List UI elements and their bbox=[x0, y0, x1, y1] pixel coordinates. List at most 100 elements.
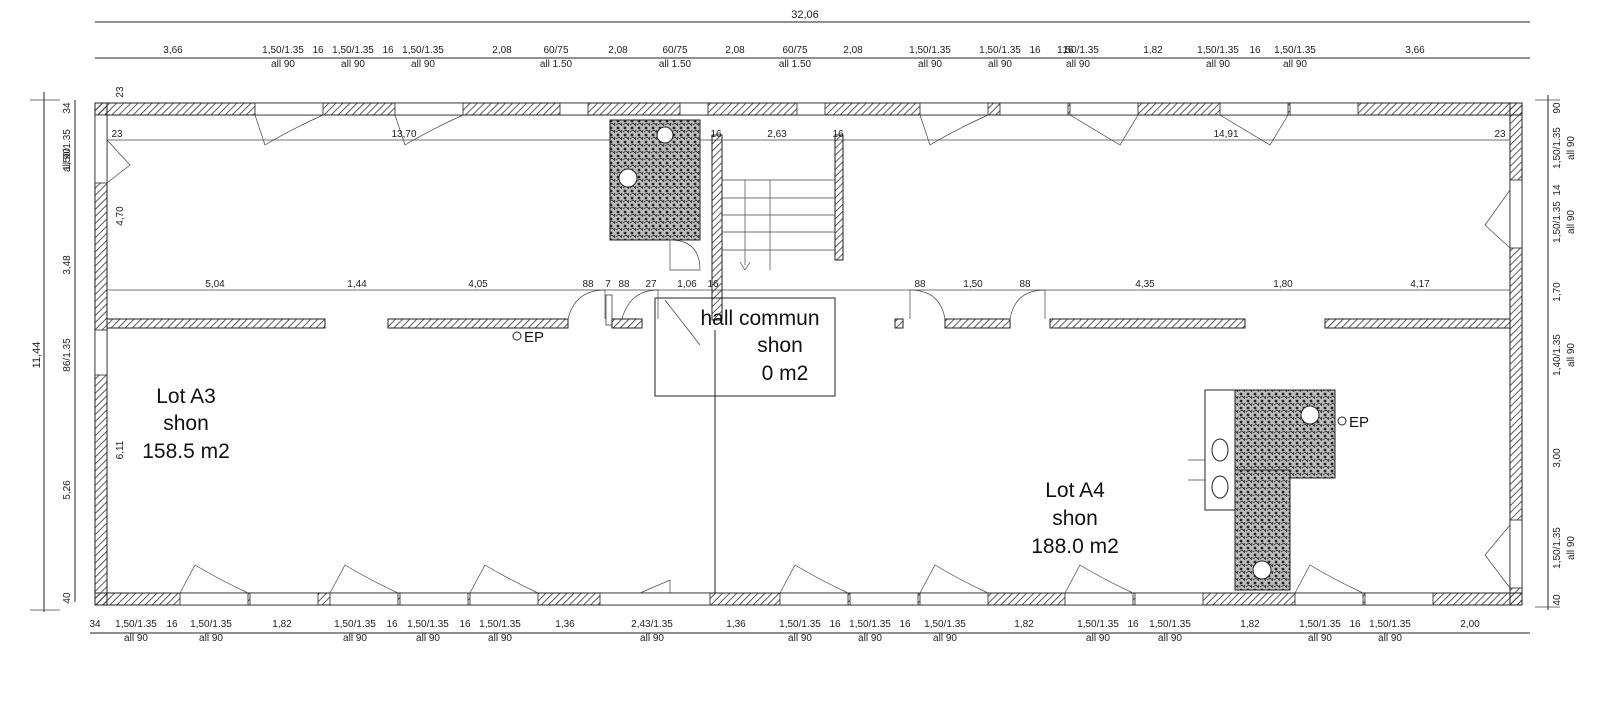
dim-label: 1,50/1.35 bbox=[479, 619, 521, 630]
dim-label: 23 bbox=[1494, 129, 1506, 140]
dim-left-inner: 234,706,11 bbox=[115, 86, 126, 459]
dim-label: 16 bbox=[386, 619, 398, 630]
windows bbox=[94, 102, 1523, 606]
dim-label: 6,11 bbox=[115, 440, 126, 459]
room-label: Lot A4 bbox=[1045, 479, 1105, 502]
dim-label: 1,70 bbox=[1552, 282, 1563, 302]
dim-label: 16 bbox=[1062, 45, 1074, 56]
dim-label: 1,50/1.35 bbox=[1197, 45, 1239, 56]
dim-label: 4,05 bbox=[468, 279, 488, 290]
dim-label: 1,06 bbox=[677, 279, 697, 290]
dim-label: all 90 bbox=[62, 148, 73, 172]
dim-label: 1,50/1.35 bbox=[1299, 619, 1341, 630]
room-label: Lot A3 bbox=[156, 385, 216, 408]
dim-label: 34 bbox=[89, 619, 101, 630]
dim-label: all 90 bbox=[988, 59, 1012, 70]
dim-label: 88 bbox=[1019, 279, 1031, 290]
room-lot-a4: Lot A4 shon 188.0 m2 bbox=[1031, 479, 1119, 558]
dim-label: all 90 bbox=[124, 633, 148, 644]
dim-label: all 90 bbox=[918, 59, 942, 70]
dim-label: 60/75 bbox=[543, 45, 568, 56]
dim-label: 1,50/1.35 bbox=[1552, 127, 1563, 169]
dim-label: 13,70 bbox=[391, 129, 416, 140]
dim-label: 16 bbox=[459, 619, 471, 630]
dim-label: 1,50/1.35 bbox=[115, 619, 157, 630]
dim-label: 1,50/1.35 bbox=[909, 45, 951, 56]
room-label: hall commun bbox=[700, 307, 819, 330]
corridor-doors bbox=[567, 289, 1046, 326]
dim-label: 3,48 bbox=[62, 255, 73, 275]
dim-label: 16 bbox=[312, 45, 324, 56]
dim-label: all 90 bbox=[1566, 136, 1577, 160]
dim-label: 1,40/1.35 bbox=[1552, 334, 1563, 376]
dim-label: 4,17 bbox=[1410, 279, 1430, 290]
stair-core bbox=[654, 134, 844, 593]
dim-label: all 90 bbox=[858, 633, 882, 644]
dim-label: all 90 bbox=[640, 633, 664, 644]
room-area: 158.5 m2 bbox=[142, 440, 230, 463]
dim-label: 60/75 bbox=[782, 45, 807, 56]
bathroom-top bbox=[609, 119, 701, 271]
dim-label: 1,50/1.35 bbox=[1552, 201, 1563, 243]
dim-label: 1,50/1.35 bbox=[1077, 619, 1119, 630]
ep-marker-right: EP bbox=[1337, 414, 1369, 431]
dim-label: 1,50/1.35 bbox=[1274, 45, 1316, 56]
dim-label: 2,08 bbox=[608, 45, 628, 56]
dim-label: all 1.50 bbox=[540, 59, 573, 70]
dim-label: 4,70 bbox=[115, 206, 126, 226]
dim-label: all 90 bbox=[1158, 633, 1182, 644]
corridor-walls bbox=[106, 289, 1511, 329]
dim-label: 2,00 bbox=[1460, 619, 1480, 630]
dim-label: all 90 bbox=[1566, 343, 1577, 367]
dim-label: 40 bbox=[62, 592, 73, 604]
dim-label: 88 bbox=[582, 279, 594, 290]
dim-label: 1,44 bbox=[347, 279, 367, 290]
dim-label: 7 bbox=[605, 279, 611, 290]
bathroom-bottom bbox=[1188, 389, 1336, 591]
dim-label: 1,50/1.35 bbox=[190, 619, 232, 630]
dim-label: 1,82 bbox=[1240, 619, 1260, 630]
dim-label: 1,50/1.35 bbox=[334, 619, 376, 630]
dim-label: 16 bbox=[1249, 45, 1261, 56]
dim-label: 14,91 bbox=[1213, 129, 1238, 140]
dim-label: 1,50/1.35 bbox=[262, 45, 304, 56]
dim-label: 1,50/1.35 bbox=[979, 45, 1021, 56]
dim-label: 16 bbox=[710, 129, 722, 140]
dim-label: 1,50/1.35 bbox=[407, 619, 449, 630]
dim-label: 16 bbox=[1349, 619, 1361, 630]
dim-label: all 90 bbox=[343, 633, 367, 644]
dim-label: 16 bbox=[832, 129, 844, 140]
dim-label: 2,43/1.35 bbox=[631, 619, 673, 630]
dim-label: 1,82 bbox=[1143, 45, 1163, 56]
dim-overall: 32,06 bbox=[791, 9, 819, 21]
dim-label: 60/75 bbox=[662, 45, 687, 56]
dim-label: 1,50/1.35 bbox=[779, 619, 821, 630]
dim-label: all 90 bbox=[271, 59, 295, 70]
room-label: shon bbox=[1052, 507, 1098, 530]
dim-label: 16 bbox=[1029, 45, 1041, 56]
dim-label: all 90 bbox=[1086, 633, 1110, 644]
dim-label: 1,50/1.35 bbox=[924, 619, 966, 630]
dim-label: 1,82 bbox=[272, 619, 292, 630]
dim-label: 88 bbox=[914, 279, 926, 290]
dim-label: all 90 bbox=[416, 633, 440, 644]
dim-label: 1,36 bbox=[726, 619, 746, 630]
dim-label: all 90 bbox=[341, 59, 365, 70]
dim-label: 2,63 bbox=[767, 129, 787, 140]
dim-left-overall: 11,44 bbox=[31, 342, 43, 369]
dim-label: 1,82 bbox=[1014, 619, 1034, 630]
dim-label: 2,08 bbox=[492, 45, 512, 56]
dim-label: all 90 bbox=[1566, 210, 1577, 234]
dim-label: 16 bbox=[707, 279, 719, 290]
svg-text:EP: EP bbox=[524, 329, 544, 346]
dim-label: all 90 bbox=[1066, 59, 1090, 70]
dim-label: 3,66 bbox=[163, 45, 183, 56]
dim-label: all 90 bbox=[1378, 633, 1402, 644]
dim-label: 1,50/1.35 bbox=[1149, 619, 1191, 630]
dim-label: 1,50/1.35 bbox=[402, 45, 444, 56]
dim-label: all 90 bbox=[1206, 59, 1230, 70]
dim-label: 2,08 bbox=[843, 45, 863, 56]
dim-label: all 1.50 bbox=[779, 59, 812, 70]
ep-marker-left: EP bbox=[512, 329, 544, 346]
